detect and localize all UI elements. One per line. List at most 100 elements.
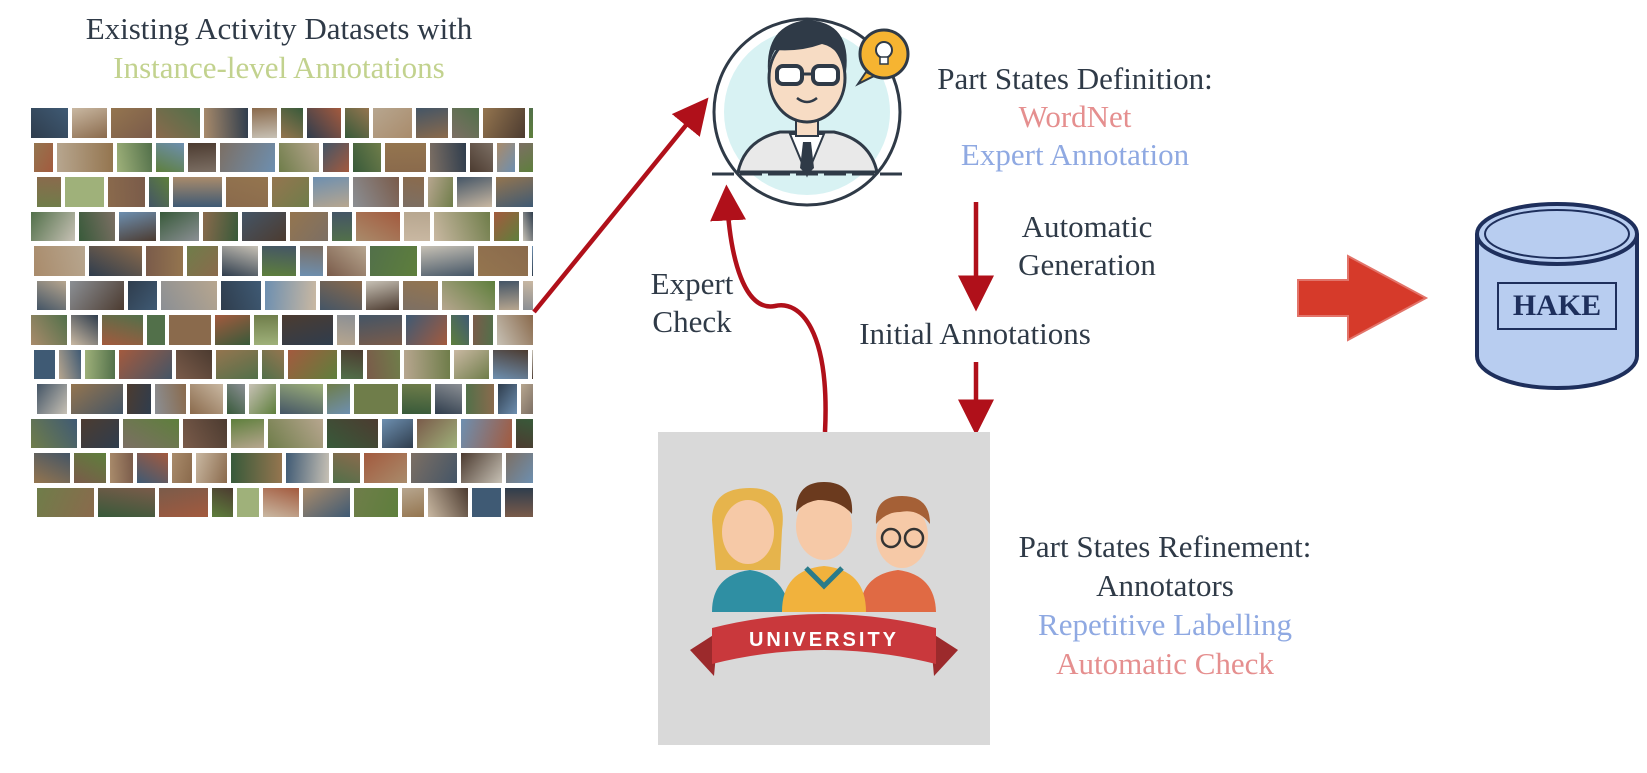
mosaic-photo	[102, 315, 143, 345]
mosaic-photo	[300, 246, 323, 276]
mosaic-photo	[356, 211, 400, 241]
mosaic-photo	[516, 418, 533, 448]
expert-avatar	[712, 17, 910, 207]
auto-generation-line1: Automatic	[1021, 209, 1153, 244]
mosaic-photo	[59, 349, 81, 379]
mosaic-photo	[404, 211, 430, 241]
mosaic-photo	[34, 349, 55, 379]
mosaic-photo	[385, 142, 426, 172]
mosaic-photo	[89, 246, 142, 276]
mosaic-photo	[421, 246, 474, 276]
mosaic-photo	[216, 349, 258, 379]
mosaic-photo	[263, 487, 299, 517]
mosaic-photo	[72, 108, 107, 138]
mosaic-photo	[226, 177, 268, 207]
mosaic-photo	[428, 487, 468, 517]
mosaic-photo	[435, 384, 462, 414]
refinement-annotators: Annotators	[1096, 568, 1234, 603]
mosaic-photo	[160, 211, 199, 241]
mosaic-photo	[466, 384, 494, 414]
mosaic-photo	[327, 246, 366, 276]
mosaic-photo	[461, 453, 502, 483]
definition-source-expert: Expert Annotation	[960, 137, 1190, 172]
mosaic-photo	[34, 453, 70, 483]
mosaic-photo	[416, 108, 448, 138]
mosaic-photo	[57, 142, 113, 172]
mosaic-photo	[37, 280, 66, 310]
mosaic-photo	[128, 280, 157, 310]
mosaic-photo	[327, 418, 378, 448]
mosaic-photo	[172, 453, 192, 483]
mosaic-photo	[337, 315, 355, 345]
mosaic-photo	[402, 384, 431, 414]
mosaic-photo	[354, 487, 398, 517]
mosaic-photo	[183, 418, 227, 448]
mosaic-photo	[523, 211, 533, 241]
mosaic-photo	[493, 349, 528, 379]
mosaic-photo	[98, 487, 155, 517]
mosaic-photo	[472, 487, 501, 517]
mosaic-photo	[111, 108, 152, 138]
arrow-datasets-to-expert	[532, 97, 709, 314]
mosaic-photo	[155, 384, 186, 414]
mosaic-photo	[146, 246, 183, 276]
mosaic-photo	[156, 108, 200, 138]
mosaic-photo	[221, 280, 261, 310]
mosaic-photo	[523, 280, 533, 310]
mosaic-photo	[529, 108, 533, 138]
mosaic-photo	[237, 487, 259, 517]
mosaic-photo	[187, 246, 218, 276]
mosaic-photo	[123, 418, 179, 448]
mosaic-photo	[282, 315, 333, 345]
mosaic-photo	[85, 349, 115, 379]
mosaic-photo	[506, 453, 533, 483]
mosaic-photo	[108, 177, 145, 207]
mosaic-photo	[359, 315, 402, 345]
mosaic-photo	[483, 108, 525, 138]
mosaic-photo	[34, 246, 85, 276]
mosaic-photo	[147, 315, 165, 345]
mosaic-photo	[188, 142, 216, 172]
mosaic-photo	[222, 246, 258, 276]
mosaic-photo	[532, 246, 533, 276]
mosaic-photo	[220, 142, 275, 172]
mosaic-photo	[428, 177, 453, 207]
arrow-expert-check	[710, 184, 828, 433]
mosaic-photo	[37, 177, 61, 207]
mosaic-photo	[196, 453, 227, 483]
refinement-repetitive: Repetitive Labelling	[1038, 607, 1292, 642]
mosaic-photo	[272, 177, 309, 207]
mosaic-photo	[307, 108, 341, 138]
mosaic-photo	[404, 349, 450, 379]
mosaic-photo	[280, 384, 323, 414]
mosaic-photo	[288, 349, 337, 379]
mosaic-photo	[494, 211, 519, 241]
mosaic-photo	[156, 142, 184, 172]
mosaic-photo	[370, 246, 417, 276]
mosaic-photo	[37, 384, 67, 414]
mosaic-photo	[496, 177, 533, 207]
mosaic-photo	[81, 418, 119, 448]
mosaic-photo	[281, 108, 303, 138]
mosaic-photo	[149, 177, 169, 207]
mosaic-photo	[31, 315, 67, 345]
mosaic-photo	[262, 349, 284, 379]
mosaic-photo	[345, 108, 369, 138]
mosaic-photo	[252, 108, 277, 138]
mosaic-photo	[367, 349, 400, 379]
datasets-title-line2: Instance-level Annotations	[113, 50, 445, 85]
mosaic-photo	[137, 453, 168, 483]
mosaic-photo	[31, 211, 75, 241]
expert-check-line1: Expert	[650, 266, 734, 301]
mosaic-photo	[117, 142, 152, 172]
mosaic-photo	[442, 280, 495, 310]
mosaic-photo	[268, 418, 323, 448]
banner-text: UNIVERSITY	[749, 629, 899, 651]
mosaic-photo	[498, 384, 517, 414]
mosaic-photo	[79, 211, 115, 241]
mosaic-photo	[434, 211, 490, 241]
mosaic-photo	[31, 108, 68, 138]
mosaic-photo	[519, 142, 533, 172]
mosaic-photo	[249, 384, 276, 414]
